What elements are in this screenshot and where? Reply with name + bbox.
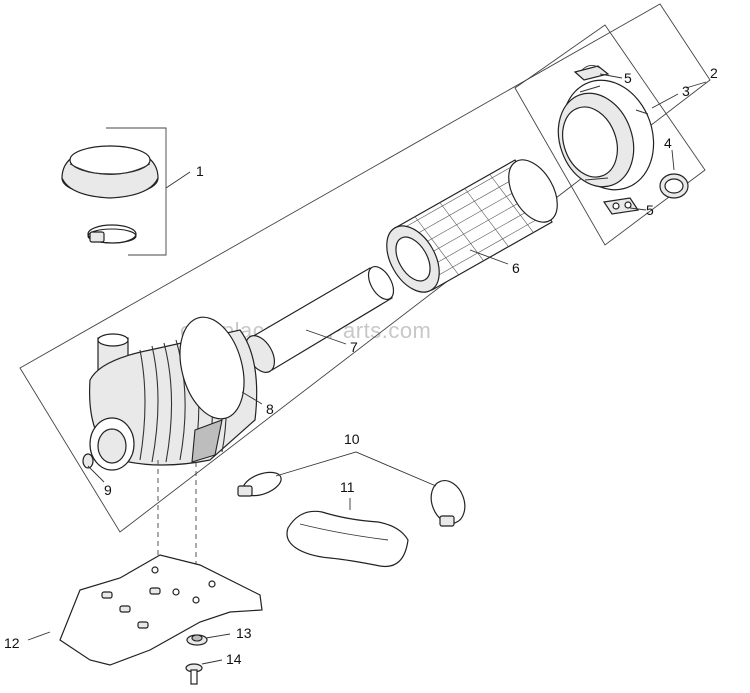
part-6-filter-element[interactable] — [376, 152, 567, 302]
part-10-clamp-left[interactable] — [237, 468, 284, 500]
part-12-mounting-bracket[interactable] — [59, 554, 263, 666]
leader-6 — [469, 249, 509, 265]
leader-14 — [201, 659, 223, 665]
callout-7: 7 — [350, 339, 358, 355]
assembly-frame — [19, 3, 711, 533]
part-1-cover-cap[interactable] — [61, 145, 159, 199]
leader-13 — [205, 633, 231, 639]
callout-6: 6 — [512, 260, 520, 276]
leader-9 — [87, 465, 105, 483]
leader-8 — [241, 391, 263, 405]
callout-3: 3 — [682, 83, 690, 99]
leader-1 — [165, 171, 191, 189]
callout-2: 2 — [710, 65, 718, 81]
part-13-nut[interactable] — [186, 634, 208, 646]
part-10-clamp-right[interactable] — [425, 476, 470, 528]
part-9-vacuator-valve[interactable] — [82, 453, 94, 469]
callout-1: 1 — [196, 163, 204, 179]
callout-11: 11 — [340, 479, 355, 495]
leader-2 — [685, 81, 707, 89]
part-5-clip-top[interactable] — [573, 65, 610, 81]
part-5-clip-bottom[interactable] — [602, 197, 640, 215]
callout-9: 9 — [104, 482, 112, 498]
leader-5b — [629, 207, 647, 211]
leader-4 — [671, 149, 675, 171]
callout-10: 10 — [344, 431, 360, 447]
part-4-grommet[interactable] — [659, 173, 689, 199]
leader-10 — [275, 451, 437, 487]
callout-4: 4 — [664, 135, 672, 151]
leader-5a — [599, 73, 623, 79]
part-14-bolt[interactable] — [185, 663, 203, 685]
callout-12: 12 — [4, 635, 20, 651]
part-11-hose-elbow[interactable] — [286, 510, 409, 568]
part-1-bracket — [106, 127, 167, 256]
leader-12 — [27, 631, 51, 641]
callout-14: 14 — [226, 651, 242, 667]
part-8-air-cleaner-body[interactable] — [88, 310, 258, 471]
callout-5-bottom: 5 — [646, 202, 654, 218]
leader-3 — [651, 93, 679, 109]
part-3-dust-cup-ring[interactable] — [546, 67, 669, 202]
callout-5-top: 5 — [624, 70, 632, 86]
part-1-hose-clamp[interactable] — [87, 224, 137, 244]
leader-7 — [305, 329, 347, 345]
callout-8: 8 — [266, 401, 274, 417]
callout-13: 13 — [236, 625, 252, 641]
kit-3-frame — [514, 24, 706, 246]
